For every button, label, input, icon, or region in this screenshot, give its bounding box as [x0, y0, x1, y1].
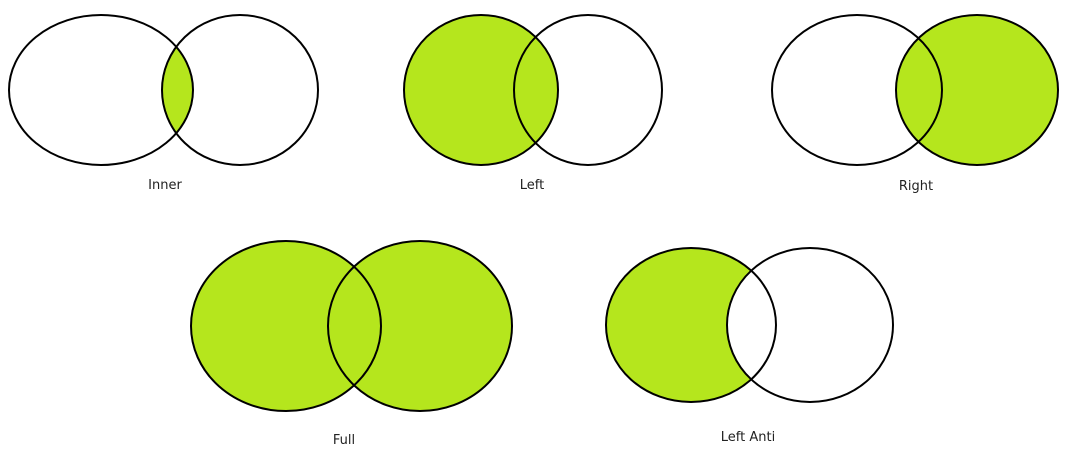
venn-right-left-only-region [772, 15, 942, 165]
venn-full: Full [190, 240, 513, 448]
venn-left-anti: Left Anti [605, 247, 894, 445]
venn-right-right-outline [895, 14, 1059, 166]
venn-left: Left [403, 14, 663, 193]
venn-right-right-only-region [896, 15, 1058, 165]
venn-inner-right-only-region [162, 15, 318, 165]
venn-left-left-only-region [404, 15, 558, 165]
venn-left-anti-right-outline [726, 247, 894, 403]
venn-inner-right-outline [161, 14, 319, 166]
venn-left-anti-left-outline [605, 247, 777, 403]
venn-left-anti-left-only-region [606, 248, 776, 402]
venn-inner-left-outline [8, 14, 194, 166]
venn-right: Right [771, 14, 1059, 194]
venn-left-anti-right-only-region [727, 248, 893, 402]
venn-left-right-only-region [514, 15, 662, 165]
venn-inner-caption: Inner [148, 178, 182, 193]
venn-left-anti-caption: Left Anti [721, 430, 775, 445]
venn-inner: Inner [8, 14, 319, 193]
venn-left-caption: Left [520, 178, 544, 193]
venn-left-left-outline [403, 14, 559, 166]
venn-full-caption: Full [333, 433, 355, 448]
venn-inner-left-only-region [9, 15, 193, 165]
venn-full-left-only-region [191, 241, 381, 411]
venn-left-right-outline [513, 14, 663, 166]
venn-full-right-only-region [328, 241, 512, 411]
venn-full-right-outline [327, 240, 513, 412]
venn-right-caption: Right [899, 179, 933, 194]
venn-full-left-outline [190, 240, 382, 412]
venn-right-left-outline [771, 14, 943, 166]
